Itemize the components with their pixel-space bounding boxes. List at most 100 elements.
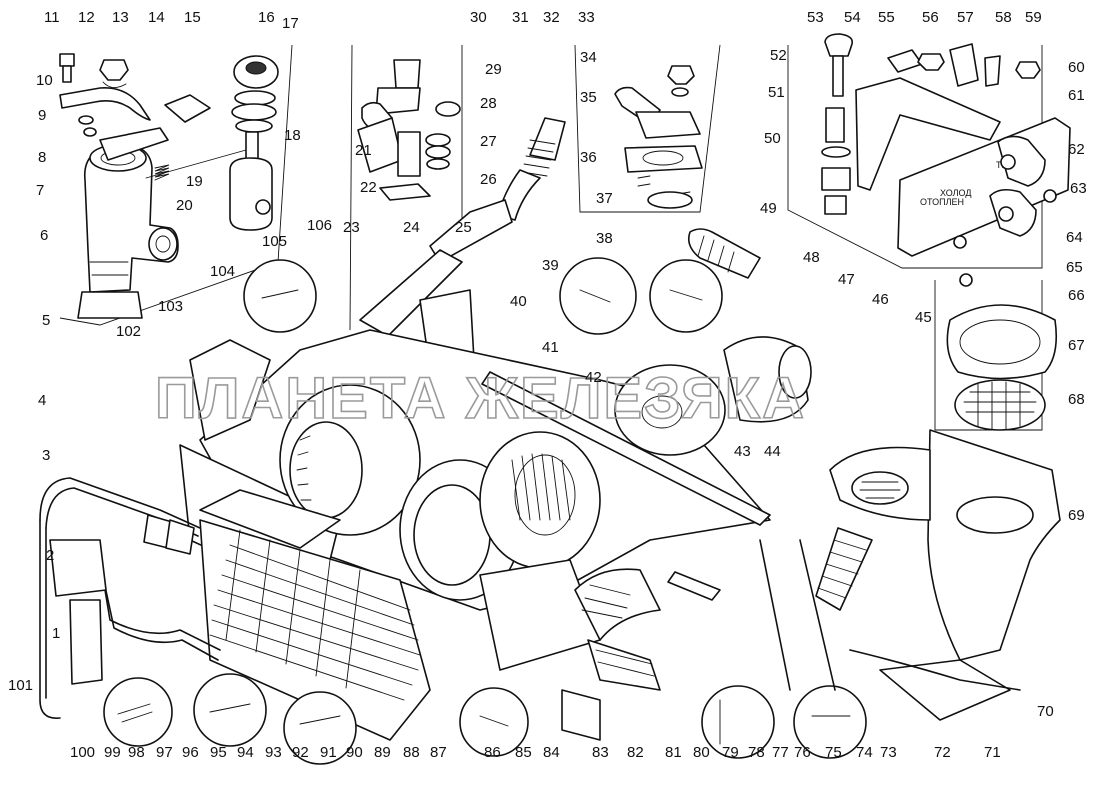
callout-37: 37 [596,190,613,207]
callout-26: 26 [480,171,497,188]
detail-circles [103,257,1021,765]
callout-10: 10 [36,72,53,89]
callout-33: 33 [578,9,595,26]
callout-36: 36 [580,149,597,166]
callout-17: 17 [282,15,299,32]
callout-95: 95 [210,744,227,761]
callout-55: 55 [878,9,895,26]
callout-97: 97 [156,744,173,761]
callout-91: 91 [320,744,337,761]
plate-label-2: ХОЛОД [940,188,971,198]
callout-103: 103 [158,298,183,315]
callout-46: 46 [872,291,889,308]
callout-80: 80 [693,744,710,761]
watermark: ПЛАНЕТА ЖЕЛЕЗЯКА [155,366,806,431]
callout-35: 35 [580,89,597,106]
valve-inset [59,44,293,326]
callout-68: 68 [1068,391,1085,408]
callout-58: 58 [995,9,1012,26]
callout-66: 66 [1068,287,1085,304]
callout-69: 69 [1068,507,1085,524]
valve-piston [229,157,273,231]
callout-77: 77 [772,744,789,761]
callout-106: 106 [307,217,332,234]
callout-54: 54 [844,9,861,26]
callout-25: 25 [455,219,472,236]
callout-105: 105 [262,233,287,250]
callout-7: 7 [36,182,44,199]
callout-85: 85 [515,744,532,761]
flange-inset [574,44,761,279]
callout-6: 6 [40,227,48,244]
callout-81: 81 [665,744,682,761]
callout-67: 67 [1068,337,1085,354]
callout-12: 12 [78,9,95,26]
callout-29: 29 [485,61,502,78]
coolant-pipes [39,477,221,719]
callout-102: 102 [116,323,141,340]
outlet-nozzle [927,429,1061,661]
fittings-inset [349,44,463,331]
callout-87: 87 [430,744,447,761]
callout-21: 21 [355,142,372,159]
callout-32: 32 [543,9,560,26]
callout-70: 70 [1037,703,1054,720]
callout-53: 53 [807,9,824,26]
callout-13: 13 [112,9,129,26]
callout-27: 27 [480,133,497,150]
callout-3: 3 [42,447,50,464]
callout-93: 93 [265,744,282,761]
callout-20: 20 [176,197,193,214]
callout-44: 44 [764,443,781,460]
callout-31: 31 [512,9,529,26]
callout-104: 104 [210,263,235,280]
callout-89: 89 [374,744,391,761]
callout-18: 18 [284,127,301,144]
callout-63: 63 [1070,180,1087,197]
callout-59: 59 [1025,9,1042,26]
callout-60: 60 [1068,59,1085,76]
callout-34: 34 [580,49,597,66]
callout-51: 51 [768,84,785,101]
callout-99: 99 [104,744,121,761]
heater-housing [179,329,812,741]
callout-15: 15 [184,9,201,26]
callout-30: 30 [470,9,487,26]
callout-22: 22 [360,179,377,196]
control-panel-inset: ОТОПЛЕН ХОЛОД ТЕПЛО [787,33,1071,287]
callout-47: 47 [838,271,855,288]
callout-96: 96 [182,744,199,761]
callout-56: 56 [922,9,939,26]
callout-8: 8 [38,149,46,166]
plate-label-1: ОТОПЛЕН [920,197,964,207]
callout-52: 52 [770,47,787,64]
callout-82: 82 [627,744,644,761]
callout-42: 42 [585,369,602,386]
callout-48: 48 [803,249,820,266]
callout-9: 9 [38,107,46,124]
callout-101: 101 [8,677,33,694]
callout-75: 75 [825,744,842,761]
callout-73: 73 [880,744,897,761]
callout-40: 40 [510,293,527,310]
valve-lever [59,87,151,121]
callout-83: 83 [592,744,609,761]
callout-50: 50 [764,130,781,147]
callout-88: 88 [403,744,420,761]
callout-14: 14 [148,9,165,26]
callout-5: 5 [42,312,50,329]
callout-61: 61 [1068,87,1085,104]
callout-98: 98 [128,744,145,761]
callout-72: 72 [934,744,951,761]
callout-24: 24 [403,219,420,236]
callout-90: 90 [346,744,363,761]
callout-11: 11 [44,9,60,26]
callout-76: 76 [794,744,811,761]
air-duct-sleeve [359,249,463,337]
cover-plate [946,304,1058,380]
callout-39: 39 [542,257,559,274]
callout-86: 86 [484,744,501,761]
callout-100: 100 [70,744,95,761]
